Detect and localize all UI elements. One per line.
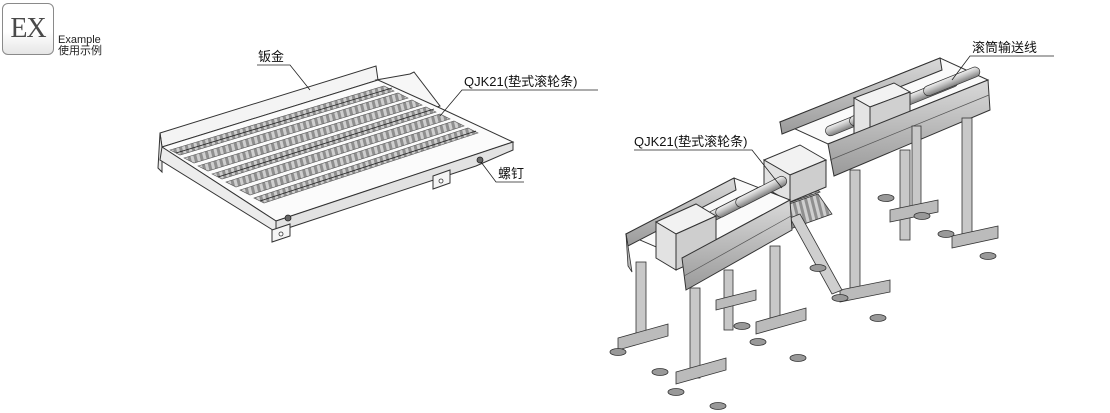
label-roller-strip-left: QJK21(垫式滚轮条) <box>464 74 578 89</box>
screw-icon <box>284 214 292 222</box>
example-badge: EX <box>2 3 54 55</box>
screw-icon <box>476 156 484 164</box>
roller-strip-rows <box>169 85 479 204</box>
upper-legs <box>831 117 999 322</box>
label-sheet-metal: 钣金 <box>258 49 285 64</box>
lower-legs <box>609 245 827 410</box>
badge-caption-zh: 使用示例 <box>58 45 102 57</box>
sheet-metal-assembly <box>157 64 598 243</box>
badge-caption-en: Example <box>58 34 101 46</box>
conveyor-line-assembly <box>609 55 1054 410</box>
label-screw: 螺钉 <box>498 166 525 181</box>
label-conveyor-line: 滚筒输送线 <box>972 40 1038 55</box>
label-roller-strip-right: QJK21(垫式滚轮条) <box>634 134 748 149</box>
example-badge-text: EX <box>10 13 46 44</box>
